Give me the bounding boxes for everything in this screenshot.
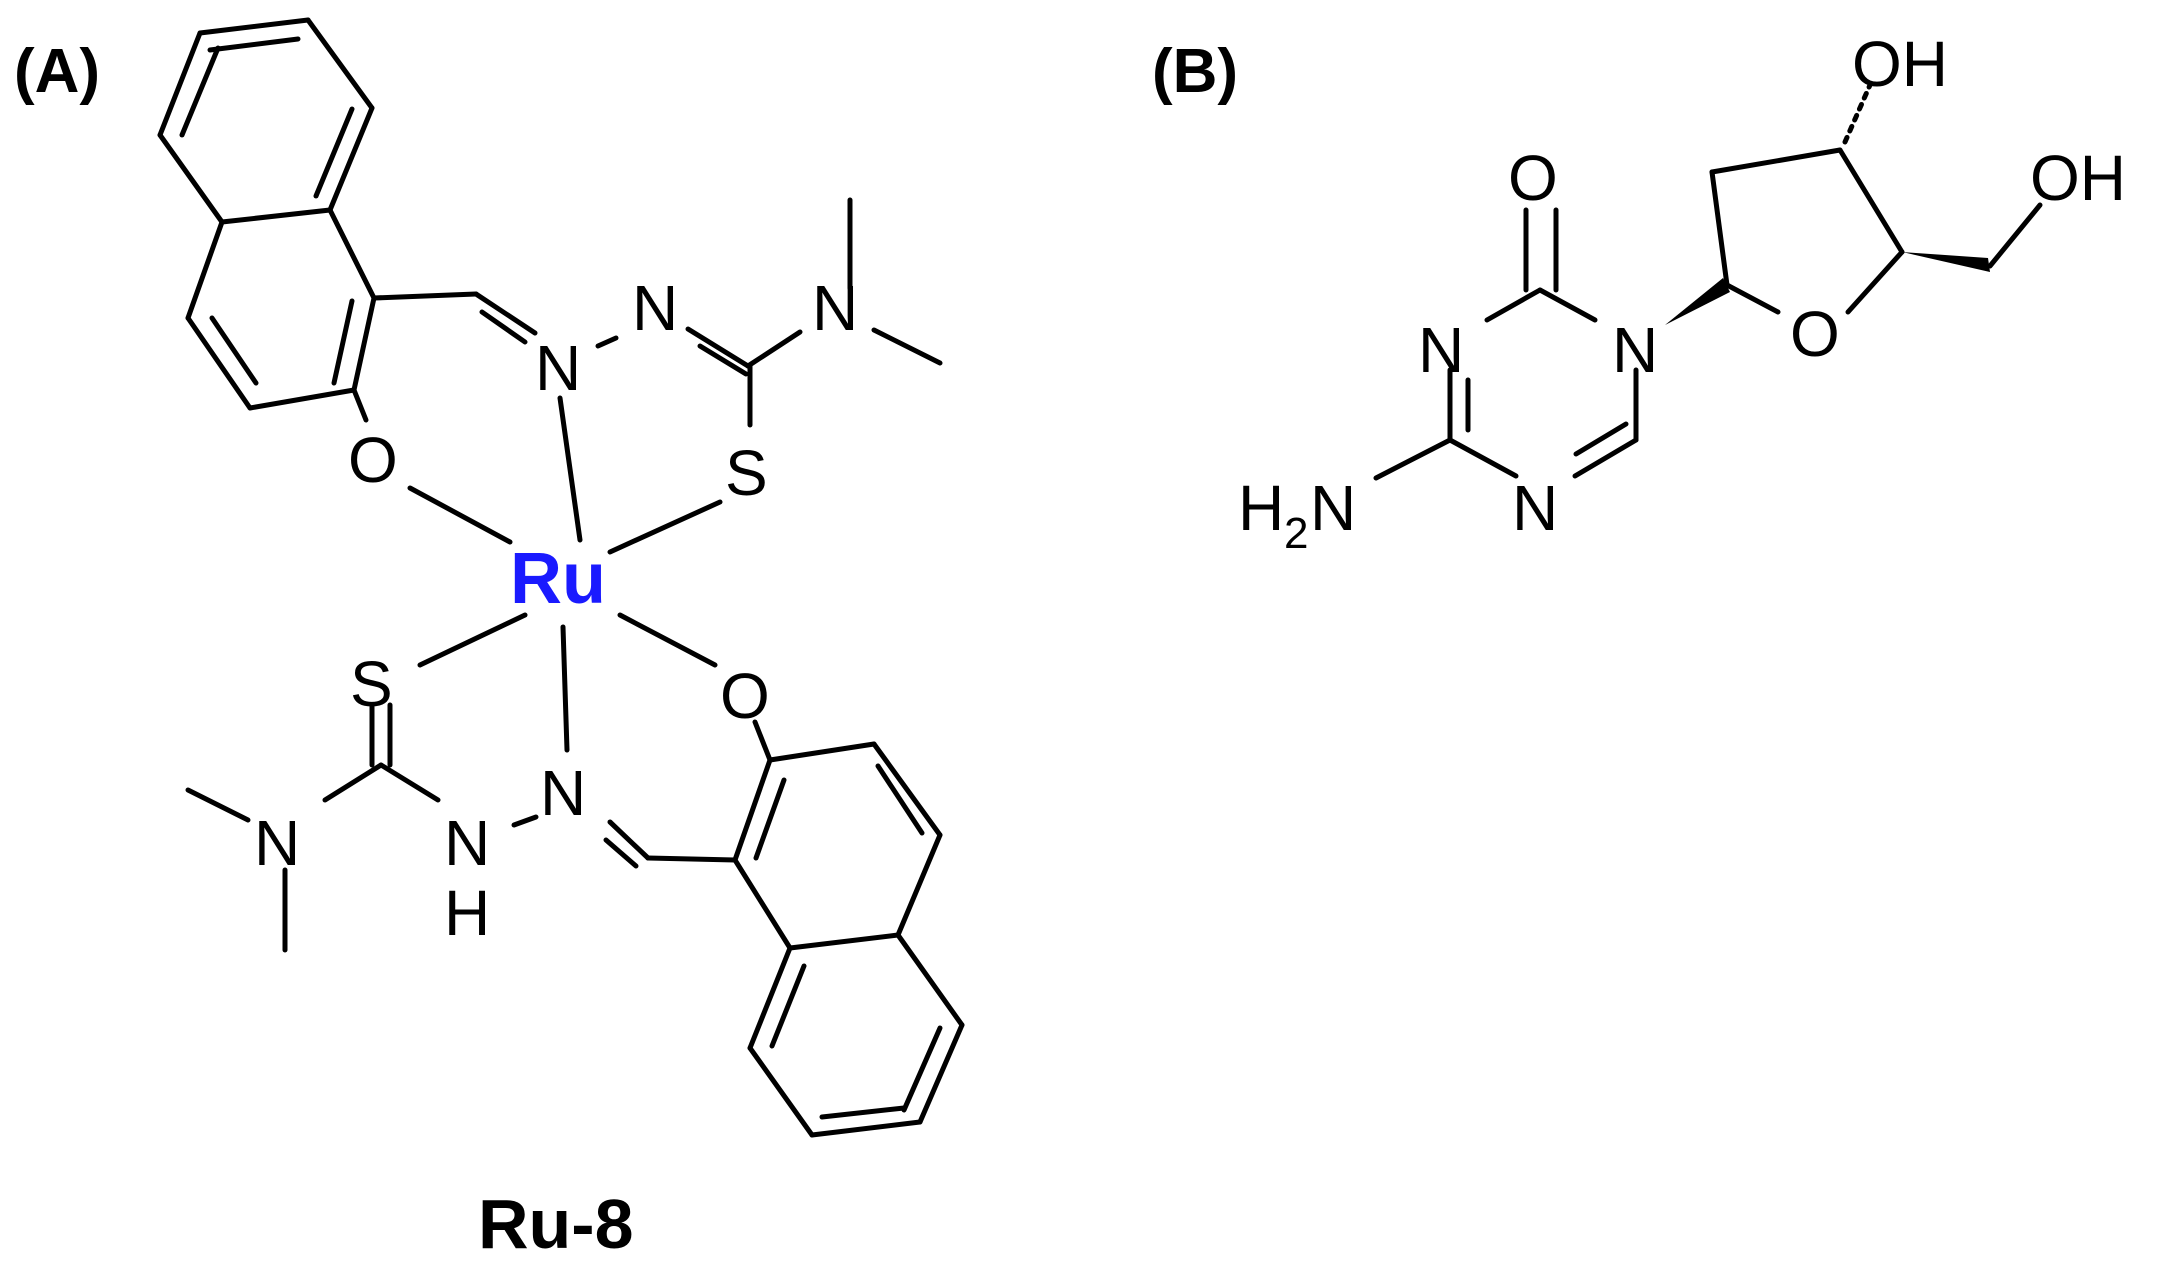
triazinone-ring: [1373, 207, 1639, 481]
atom-h-lower-amine: H: [444, 877, 490, 949]
atom-o-upper: O: [348, 424, 398, 496]
atom-oh-3prime: OH: [1852, 28, 1948, 100]
atom-n-lower-dimethyl: N: [254, 807, 300, 879]
ligand-lower: [185, 702, 738, 953]
panel-a-label: (A): [14, 37, 100, 106]
atom-o-lower: O: [720, 660, 770, 732]
wedge-bond-c4-c5: [1902, 252, 1990, 272]
coordination-bonds: [407, 395, 723, 753]
panel-a: (A): [14, 17, 965, 1263]
ligand-upper: [351, 197, 943, 428]
naphthalene-upper: [157, 17, 377, 411]
atom-n-ring-3: N: [1418, 314, 1464, 386]
atom-o-carbonyl: O: [1508, 142, 1558, 214]
atom-s-lower: S: [350, 648, 393, 720]
atom-ru: Ru: [510, 539, 606, 619]
atom-n-upper-dimethyl: N: [812, 272, 858, 344]
atom-amine-subscript: 2: [1284, 509, 1308, 558]
panel-b: (B) O N N: [1152, 28, 2126, 558]
atom-n-lower-imine: N: [540, 757, 586, 829]
hash-bond-c3-oh: [1842, 82, 1873, 145]
naphthalene-lower: [732, 719, 965, 1138]
atom-n-amine: N: [1310, 472, 1356, 544]
panel-b-label: (B): [1152, 37, 1238, 106]
atom-n-ring-1: N: [1612, 314, 1658, 386]
atom-h-amine: H: [1238, 472, 1284, 544]
atom-oh-5prime: OH: [2030, 142, 2126, 214]
wedge-bond-n-c1: [1665, 278, 1730, 325]
atom-n-lower-amine: N: [444, 807, 490, 879]
deoxyribose-ring: [1665, 82, 2043, 325]
atom-n-upper-imine: N: [535, 332, 581, 404]
atom-n-upper-hydrazone: N: [632, 272, 678, 344]
atom-o-sugar-ring: O: [1790, 298, 1840, 370]
atom-s-upper: S: [725, 437, 768, 509]
compound-name: Ru-8: [478, 1185, 634, 1263]
atom-n-ring-5: N: [1512, 472, 1558, 544]
